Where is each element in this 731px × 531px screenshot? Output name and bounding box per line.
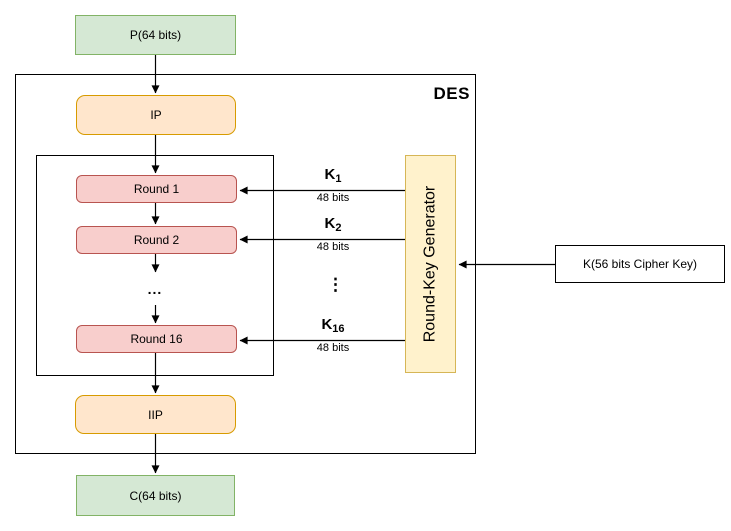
- iip-label: IIP: [148, 407, 163, 422]
- key16-bits: 48 bits: [316, 342, 350, 354]
- des-title: DES: [433, 84, 470, 103]
- key16-subscript: 16: [332, 323, 345, 335]
- round2-label: Round 2: [133, 233, 180, 247]
- ip-node: IP: [76, 95, 236, 135]
- round16-label: Round 16: [130, 332, 183, 346]
- key16-symbol: K: [321, 316, 333, 333]
- plaintext-label: P(64 bits): [129, 28, 182, 42]
- key16-label: K16: [293, 317, 373, 335]
- key1-bits: 48 bits: [316, 192, 350, 204]
- key2-label: K2: [293, 216, 373, 234]
- round2-node: Round 2: [76, 226, 237, 254]
- plaintext-node: P(64 bits): [75, 15, 236, 55]
- key2-bits: 48 bits: [316, 241, 350, 253]
- round-key-generator-label: Round-Key Generator: [421, 185, 439, 343]
- key1-label: K1: [293, 167, 373, 185]
- ip-label: IP: [150, 108, 162, 122]
- ciphertext-label: C(64 bits): [129, 488, 182, 503]
- round16-node: Round 16: [76, 325, 237, 353]
- rounds-ellipsis: ...: [147, 281, 163, 297]
- round1-node: Round 1: [76, 175, 237, 203]
- iip-node: IIP: [75, 395, 236, 434]
- keys-ellipsis: ⋮: [327, 275, 344, 294]
- cipher-key-node: K(56 bits Cipher Key): [555, 245, 725, 283]
- cipher-key-label: K(56 bits Cipher Key): [582, 257, 698, 271]
- key1-symbol: K: [324, 166, 336, 183]
- ciphertext-node: C(64 bits): [76, 475, 235, 516]
- key2-subscript: 2: [335, 222, 342, 234]
- key2-symbol: K: [324, 215, 336, 232]
- round1-label: Round 1: [133, 182, 180, 196]
- key1-subscript: 1: [335, 173, 342, 185]
- round-key-generator-node: Round-Key Generator: [405, 155, 456, 373]
